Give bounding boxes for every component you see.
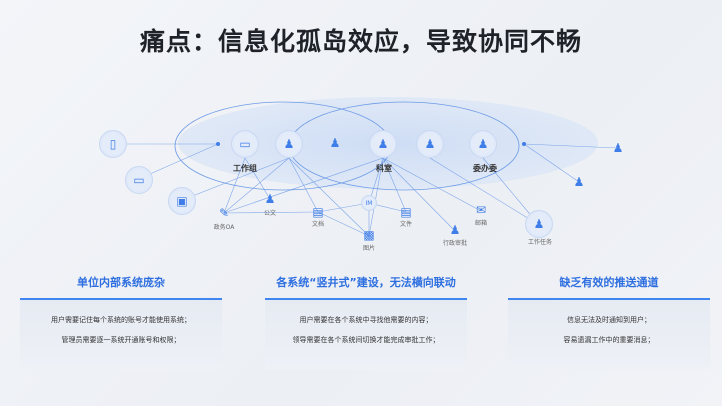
column-line: 用户需要记住每个系统的账号才能使用系统； [51,316,191,324]
file-icon: ▤ [400,205,412,219]
users-icon: ♟ [612,141,624,155]
page-title: 痛点：信息化孤岛效应，导致协同不畅 [139,27,582,56]
file-icon: ▤ [312,205,324,219]
column-heading: 单位内部系统庞杂 [77,276,165,289]
divider [265,298,467,300]
approval-icon: ♟ [449,223,461,237]
users-icon: ♟ [275,130,303,158]
divider [20,298,222,300]
mail-icon: ✉ [475,203,487,217]
column-heading: 各系统“竖井式”建设，无法横向联动 [276,276,456,289]
im-icon: IM [361,195,377,211]
pain-point-column: 缺乏有效的推送通道 信息无法及时通知到用户； 容易遗漏工作中的重要消息； [508,272,710,370]
users-icon: ♟ [469,130,497,158]
users-icon: ♟ [573,175,585,189]
column-line: 信息无法及时通知到用户； [567,316,651,324]
column-line: 容易遗漏工作中的重要消息； [563,336,655,344]
divider [508,298,710,300]
computer-icon: ▭ [125,166,153,194]
system-label: 文档 [311,221,325,228]
system-label: 政务OA [213,224,235,231]
pain-point-column: 各系统“竖井式”建设，无法横向联动 用户需要在各个系统中寻找他需要的内容； 领导需… [265,272,467,370]
group-label-committee: 委办委 [473,164,497,173]
users-icon: ♟ [329,136,341,150]
column-heading: 缺乏有效的推送通道 [559,276,659,289]
column-line: 用户需要在各个系统中寻找他需要的内容； [299,316,433,324]
tablet-icon: ▯ [99,130,127,158]
users-icon: ♟ [416,130,444,158]
oa-icon: ✎ [218,206,230,220]
system-label: 公文 [263,210,277,217]
group-label-section: 科室 [376,164,392,173]
system-label: 文件 [399,221,413,228]
column-line: 管理员需要逐一系统开通账号和权限； [61,336,181,344]
image-icon: ▩ [363,228,375,242]
system-label: 工作任务 [527,239,553,246]
column-line: 领导需要在各个系统间切换才能完成审批工作； [292,336,440,344]
laptop-icon: ▭ [231,130,259,158]
document-icon: ♟ [264,192,276,206]
user-icon: ♟ [369,130,397,158]
terminal-icon: ▣ [168,187,196,215]
group-label-workgroup: 工作组 [233,164,257,173]
system-label: 行政审批 [442,240,468,247]
task-icon: ♟ [525,210,553,238]
system-label: 图片 [362,245,376,252]
pain-point-column: 单位内部系统庞杂 用户需要记住每个系统的账号才能使用系统； 管理员需要逐一系统开通… [20,272,222,370]
system-label: 邮箱 [474,220,488,227]
